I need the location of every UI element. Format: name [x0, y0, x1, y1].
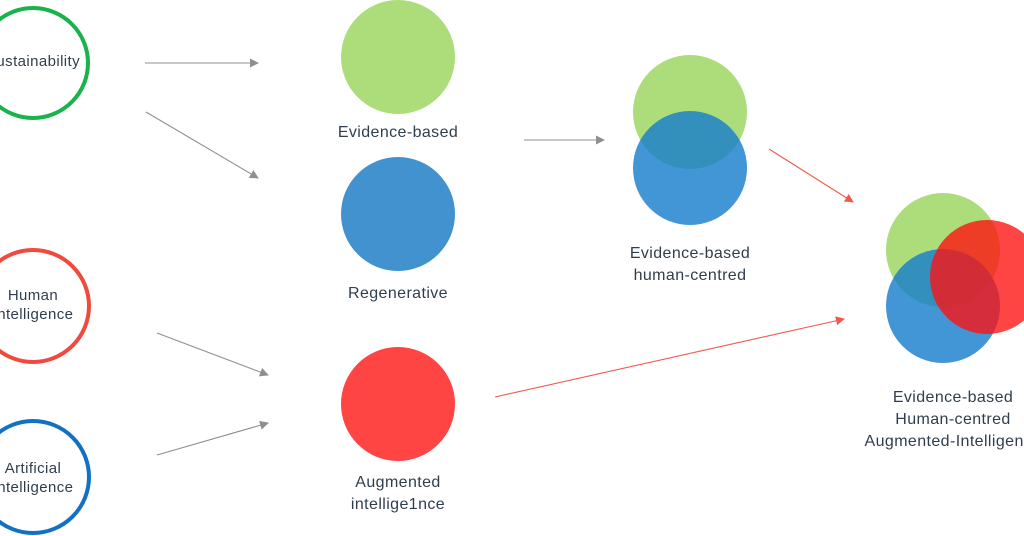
node-evidence-based: Evidence-based	[338, 0, 458, 141]
arrow-augmented-intelligence-to-combined	[494, 316, 845, 398]
combined-red-circle	[930, 220, 1024, 334]
node-combined-evidence-human-augmented: Evidence-based Human-centred Augmented-I…	[865, 193, 1024, 450]
augmented-intelligence-label-line-1: Augmented	[355, 474, 440, 491]
regenerative-label: Regenerative	[348, 285, 448, 302]
arrow-human-centred-to-combined	[768, 148, 854, 203]
artificial-intelligence-outline-circle	[0, 419, 91, 535]
source-artificial-intelligence: Artificial Intelligence	[0, 419, 91, 535]
augmented-intelligence-label-line-2: intellige1nce	[351, 496, 445, 513]
sustainability-label: Sustainability	[0, 53, 80, 70]
arrow-sustainability-to-regenerative	[145, 111, 259, 179]
combined-label-line-3: Augmented-Intelligence	[865, 433, 1024, 450]
evidence-based-label: Evidence-based	[338, 124, 458, 141]
human-intelligence-outline-circle	[0, 248, 91, 364]
source-sustainability: Sustainability	[0, 6, 90, 120]
sustainability-outline-circle	[0, 6, 90, 120]
combined-label-line-1: Evidence-based	[893, 389, 1013, 406]
node-evidence-based-human-centred: Evidence-based human-centred	[630, 55, 750, 284]
human-intelligence-label-line-2: Intelligence	[0, 306, 73, 323]
node-regenerative: Regenerative	[341, 157, 455, 302]
artificial-intelligence-label-line-2: Intelligence	[0, 479, 73, 496]
arrow-artificial-intelligence-to-augmented-intelligence	[156, 420, 269, 456]
evidence-based-circle	[341, 0, 455, 114]
evidence-based-human-centred-label-line-2: human-centred	[634, 267, 747, 284]
augmented-intelligence-circle	[341, 347, 455, 461]
human-centred-blue-circle	[633, 111, 747, 225]
connector-arrows	[145, 58, 854, 456]
artificial-intelligence-label-line-1: Artificial	[5, 460, 62, 477]
arrow-human-intelligence-to-augmented-intelligence	[156, 332, 269, 377]
source-human-intelligence: Human Intelligence	[0, 248, 91, 364]
regenerative-circle	[341, 157, 455, 271]
evidence-based-human-centred-label-line-1: Evidence-based	[630, 245, 750, 262]
human-intelligence-label-line-1: Human	[8, 287, 58, 304]
node-augmented-intelligence: Augmented intellige1nce	[341, 347, 455, 513]
combined-label-line-2: Human-centred	[895, 411, 1010, 428]
